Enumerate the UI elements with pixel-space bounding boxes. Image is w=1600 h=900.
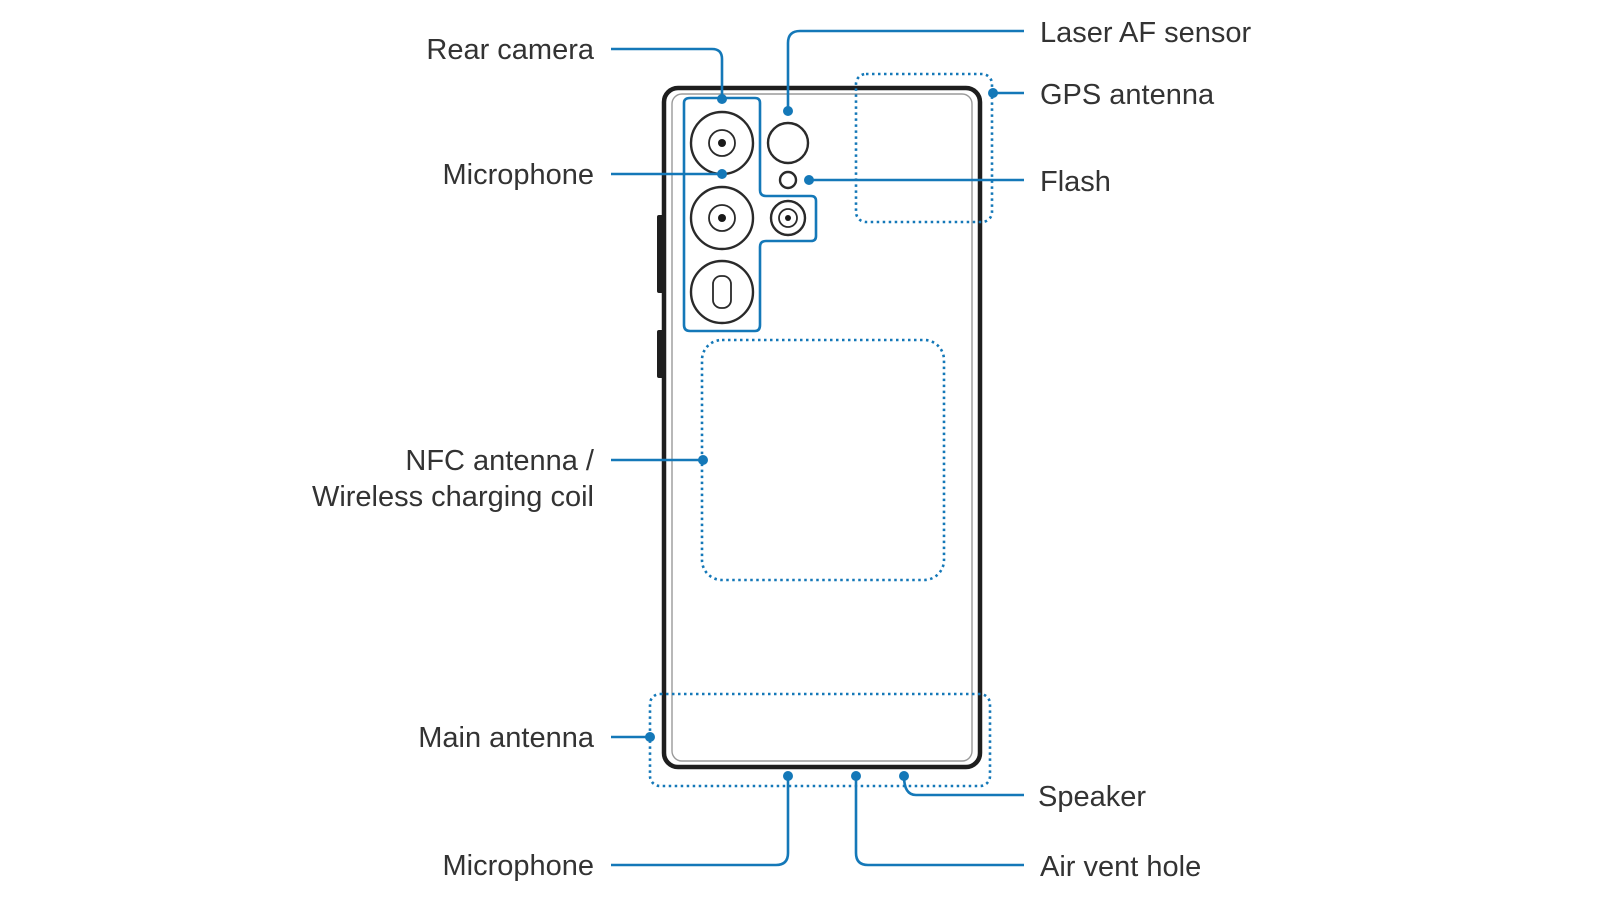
label-rear-camera: Rear camera: [426, 34, 594, 66]
callout-labels: Rear camera Microphone NFC antenna / Wir…: [312, 17, 1252, 883]
camera-lenses: [689, 110, 810, 325]
label-microphone-bottom: Microphone: [442, 850, 594, 882]
laser-af-sensor: [766, 121, 810, 165]
phone-outline: [661, 85, 983, 770]
label-flash: Flash: [1040, 166, 1111, 198]
label-air-vent: Air vent hole: [1040, 851, 1201, 883]
label-nfc-line2: Wireless charging coil: [312, 481, 594, 513]
label-main-antenna: Main antenna: [418, 722, 595, 754]
rear-camera-lens-2: [689, 185, 755, 251]
label-laser-af: Laser AF sensor: [1040, 17, 1251, 49]
leader-lines: [611, 29, 1024, 867]
rear-camera-leader: [611, 47, 724, 99]
label-microphone-top: Microphone: [442, 159, 594, 191]
laser-af-leader: [786, 29, 1024, 111]
camera-module-outline: [682, 96, 818, 333]
label-speaker: Speaker: [1038, 781, 1146, 813]
label-nfc-line1: NFC antenna /: [405, 445, 595, 477]
microphone-bottom-leader: [611, 776, 790, 867]
side-button: [657, 330, 665, 378]
label-gps-antenna: GPS antenna: [1040, 79, 1215, 111]
rear-camera-lens-1: [689, 110, 755, 176]
main-antenna-zone: [648, 692, 992, 788]
air-vent-leader: [854, 776, 1024, 867]
periscope-lens: [689, 259, 755, 325]
nfc-coil-zone: [700, 338, 946, 582]
volume-button: [657, 215, 665, 293]
phone-inner-edge: [671, 93, 973, 762]
phone-body: [657, 85, 983, 770]
flash-lamp: [778, 170, 798, 190]
small-lens: [769, 199, 807, 237]
